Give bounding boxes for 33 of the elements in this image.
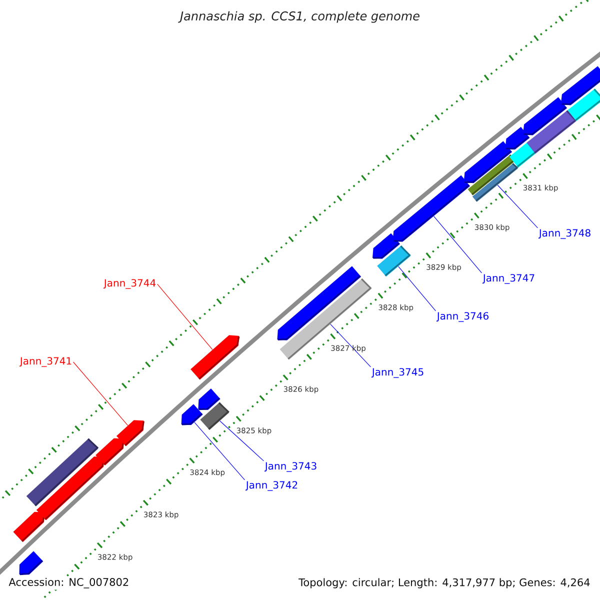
- gene-feature: [96, 438, 125, 466]
- leader-line: [398, 266, 436, 312]
- gene-label: Jann_3747: [482, 274, 534, 284]
- gene-feature: [560, 66, 600, 106]
- gene-feature: [392, 175, 470, 242]
- leader-line: [194, 422, 245, 480]
- leader-line: [497, 184, 538, 228]
- footer-text: Accession: NC_007802: [7, 576, 131, 590]
- gene-label: Jann_3743: [264, 462, 316, 472]
- gene-label: Jann_3746: [436, 312, 488, 322]
- leader-line: [157, 284, 213, 350]
- gene-feature: [13, 512, 46, 542]
- gene-label: Jann_3745: [371, 368, 424, 378]
- gene-block: [568, 88, 600, 122]
- gene-feature: [19, 551, 44, 576]
- footer-text: Topology: circular; Length: 4,317,977 bp; Genes: 4,264: [297, 576, 592, 590]
- gene-label: Jann_3742: [245, 481, 298, 491]
- gene-label: Jann_3744: [103, 279, 156, 289]
- title: Jannaschia sp. CCS1, complete genome: [178, 11, 420, 23]
- gene-block: [526, 110, 577, 154]
- gene-feature: [190, 335, 240, 380]
- gene-label: Jann_3741: [19, 357, 72, 367]
- gene-feature: [116, 420, 144, 446]
- gene-label: Jann_3748: [538, 229, 590, 239]
- gene-block: [280, 278, 372, 360]
- leader-line: [220, 420, 264, 462]
- leader-line: [73, 362, 128, 426]
- leader-line: [433, 216, 482, 274]
- gene-block: [26, 438, 99, 506]
- gene-block: [377, 245, 411, 277]
- gene-block: [472, 163, 518, 202]
- leader-line: [330, 324, 371, 368]
- gene-block: [200, 402, 230, 430]
